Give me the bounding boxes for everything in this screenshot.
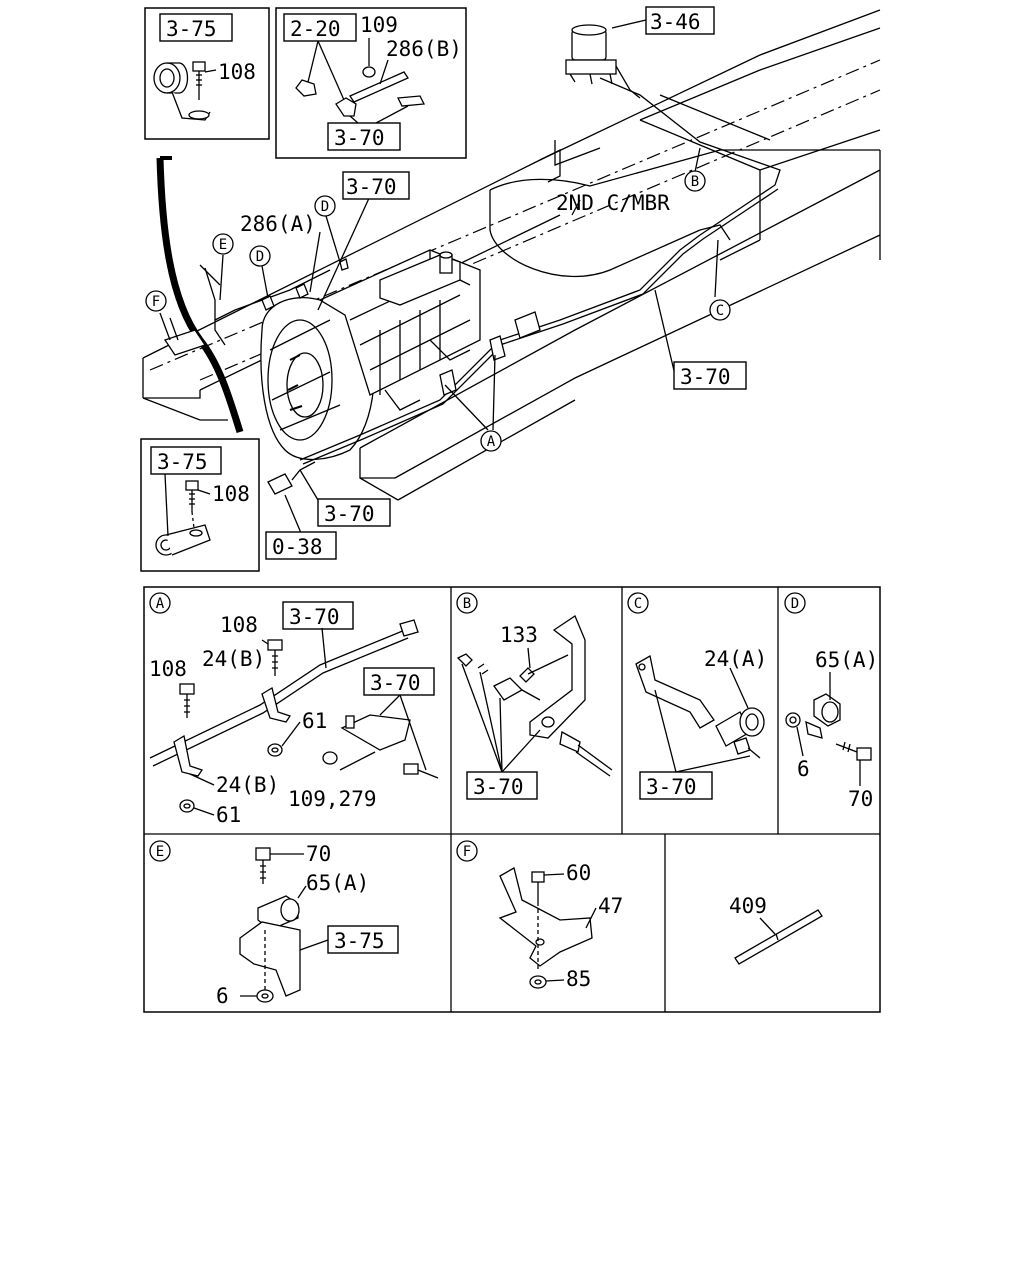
svg-text:F: F bbox=[463, 844, 471, 860]
member-label: 2ND C/MBR bbox=[556, 191, 670, 215]
ref-3-70-right[interactable]: 3-70 bbox=[680, 365, 731, 389]
ref-box-3-70-C[interactable] bbox=[639, 771, 713, 800]
ref-box-3-70-B[interactable] bbox=[466, 771, 538, 800]
ref-0-38[interactable]: 0-38 bbox=[272, 535, 323, 559]
ref-box-3-75-bottom[interactable] bbox=[150, 446, 222, 475]
part-A-108a: 108 bbox=[220, 613, 258, 637]
panel-label-A: A bbox=[149, 592, 171, 614]
part-108-top: 108 bbox=[218, 60, 256, 84]
part-A-24b-bot: 24(B) bbox=[216, 773, 279, 797]
part-286a: 286(A) bbox=[240, 212, 316, 236]
ref-box-3-70-bottom[interactable] bbox=[317, 498, 391, 527]
ref-3-70-A1[interactable]: 3-70 bbox=[289, 605, 340, 629]
ref-box-0-38[interactable] bbox=[265, 531, 337, 560]
callout-D-lower[interactable]: D bbox=[249, 245, 271, 267]
detail-grid bbox=[143, 586, 881, 1013]
part-B-133: 133 bbox=[500, 623, 538, 647]
part-F-47: 47 bbox=[598, 894, 623, 918]
svg-text:D: D bbox=[256, 249, 264, 265]
ref-3-70-inset[interactable]: 3-70 bbox=[334, 126, 385, 150]
svg-text:D: D bbox=[791, 596, 799, 612]
svg-text:E: E bbox=[219, 237, 227, 253]
panel-label-D: D bbox=[784, 592, 806, 614]
ref-3-46[interactable]: 3-46 bbox=[650, 10, 701, 34]
svg-text:B: B bbox=[691, 174, 699, 190]
ref-box-3-75-E[interactable] bbox=[327, 925, 399, 954]
ref-box-3-75-top[interactable] bbox=[159, 13, 233, 42]
panel-B: B 133 3-70 bbox=[456, 592, 613, 800]
part-D-65a: 65(A) bbox=[815, 648, 878, 672]
part-E-65a: 65(A) bbox=[306, 871, 369, 895]
panel-E: E 70 65(A) 6 3-75 bbox=[149, 840, 399, 1008]
part-F-60: 60 bbox=[566, 861, 591, 885]
ref-3-75-E[interactable]: 3-75 bbox=[334, 929, 385, 953]
panel-label-F: F bbox=[456, 840, 478, 862]
part-A-61b: 61 bbox=[216, 803, 241, 827]
part-G-409: 409 bbox=[729, 894, 767, 918]
ref-2-20[interactable]: 2-20 bbox=[290, 17, 341, 41]
part-C-24a: 24(A) bbox=[704, 647, 767, 671]
callout-D-upper[interactable]: D bbox=[314, 195, 336, 217]
ref-box-3-70-right[interactable] bbox=[673, 361, 747, 390]
pipes bbox=[156, 24, 781, 495]
ref-3-70-C[interactable]: 3-70 bbox=[646, 775, 697, 799]
callout-C[interactable]: C bbox=[709, 299, 731, 321]
part-286b: 286(B) bbox=[386, 37, 462, 61]
panel-D: D 65(A) 6 70 bbox=[784, 592, 878, 811]
part-E-6: 6 bbox=[216, 984, 229, 1008]
part-108-bottom: 108 bbox=[212, 482, 250, 506]
ref-3-75-bottom[interactable]: 3-75 bbox=[157, 450, 208, 474]
ref-box-3-46[interactable] bbox=[645, 6, 715, 35]
ref-box-3-70-mid[interactable] bbox=[342, 171, 410, 200]
part-A-61a: 61 bbox=[302, 709, 327, 733]
inset-valve-top: 2-20 109 286(B) 3-70 bbox=[275, 7, 467, 159]
svg-text:E: E bbox=[156, 844, 164, 860]
svg-text:C: C bbox=[716, 303, 724, 319]
ref-3-70-B[interactable]: 3-70 bbox=[473, 775, 524, 799]
svg-text:A: A bbox=[156, 596, 165, 612]
ref-box-3-70-A2[interactable] bbox=[363, 667, 435, 696]
svg-text:F: F bbox=[152, 294, 160, 310]
transmission bbox=[260, 249, 481, 461]
main-leaders bbox=[159, 19, 719, 534]
svg-text:B: B bbox=[463, 596, 471, 612]
inset-clamp-top: 3-75 108 bbox=[144, 7, 270, 140]
part-D-6: 6 bbox=[797, 757, 810, 781]
ref-3-70-mid[interactable]: 3-70 bbox=[346, 175, 397, 199]
ref-box-2-20[interactable] bbox=[283, 13, 357, 42]
panel-label-B: B bbox=[456, 592, 478, 614]
callout-B[interactable]: B bbox=[684, 170, 706, 192]
ref-box-3-70-inset[interactable] bbox=[327, 122, 401, 151]
ref-3-70-bottom[interactable]: 3-70 bbox=[324, 502, 375, 526]
part-A-24b-top: 24(B) bbox=[202, 647, 265, 671]
panel-A: A 3-70 3-70 108 24(B) 108 61 24(B) 61 10… bbox=[149, 592, 439, 827]
panel-label-C: C bbox=[627, 592, 649, 614]
panel-409: 409 bbox=[729, 894, 823, 965]
callout-E[interactable]: E bbox=[212, 233, 234, 255]
panel-C: C 24(A) 3-70 bbox=[627, 592, 767, 800]
part-A-108b: 108 bbox=[149, 657, 187, 681]
ref-3-75-top[interactable]: 3-75 bbox=[166, 17, 217, 41]
callout-F[interactable]: F bbox=[145, 290, 167, 312]
svg-text:D: D bbox=[321, 199, 329, 215]
panel-F: F 60 47 85 bbox=[456, 840, 623, 991]
callout-A[interactable]: A bbox=[480, 430, 502, 452]
part-D-70: 70 bbox=[848, 787, 873, 811]
panel-label-E: E bbox=[149, 840, 171, 862]
ref-3-70-A2[interactable]: 3-70 bbox=[370, 671, 421, 695]
ref-box-3-70-A1[interactable] bbox=[282, 601, 354, 630]
inset-clamp-bottom: 3-75 108 bbox=[140, 438, 260, 572]
part-109: 109 bbox=[360, 13, 398, 37]
part-A-109-279: 109,279 bbox=[288, 787, 377, 811]
part-E-70: 70 bbox=[306, 842, 331, 866]
svg-text:C: C bbox=[634, 596, 642, 612]
svg-text:A: A bbox=[487, 434, 496, 450]
part-F-85: 85 bbox=[566, 967, 591, 991]
